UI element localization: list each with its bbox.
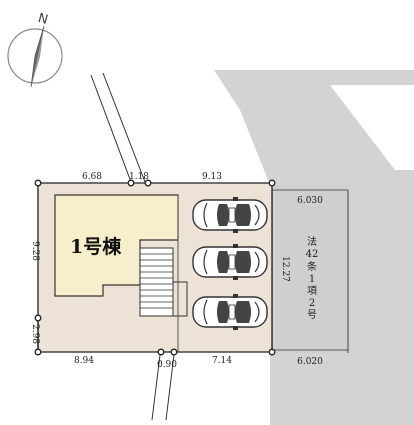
dim-east: 12.27 xyxy=(280,256,290,282)
car-icon xyxy=(192,196,268,234)
compass-north-label: N xyxy=(36,11,49,28)
dim-left-upper: 9.28 xyxy=(30,241,40,261)
road-label-char: 2 xyxy=(309,298,315,309)
north-arrow-icon: N xyxy=(7,11,63,88)
dim-bottom-mid: 0.90 xyxy=(157,360,177,370)
access-path-line xyxy=(102,72,146,183)
building-label: 1号棟 xyxy=(70,235,122,258)
car-icon xyxy=(192,293,268,331)
dim-road-bottom: 6.020 xyxy=(297,357,323,367)
dim-top-right: 9.13 xyxy=(202,172,222,182)
dim-bottom-left: 8.94 xyxy=(74,356,94,366)
road-label-char: 条 xyxy=(307,260,317,273)
road-label-char: 号 xyxy=(307,309,317,321)
dim-top-left: 6.68 xyxy=(82,172,102,182)
road-strip xyxy=(275,185,350,353)
road-label-char: 項 xyxy=(307,285,317,297)
stair xyxy=(139,247,188,317)
road-label-char: 1 xyxy=(309,274,315,285)
car-icon xyxy=(192,243,268,281)
road-label-char: 42 xyxy=(306,249,319,260)
road-label: 法 42 条 1 項 2 号 xyxy=(306,235,319,321)
road-label-char: 法 xyxy=(307,235,317,248)
dim-left-lower: 2.98 xyxy=(30,324,40,344)
access-path-line xyxy=(165,354,175,421)
access-path-line xyxy=(90,74,132,183)
boundary-points xyxy=(34,179,276,356)
dim-road-top: 6.030 xyxy=(297,196,323,206)
dim-bottom-right: 7.14 xyxy=(212,356,232,366)
dim-top-mid: 1.18 xyxy=(129,172,149,182)
access-path-line xyxy=(151,354,161,421)
